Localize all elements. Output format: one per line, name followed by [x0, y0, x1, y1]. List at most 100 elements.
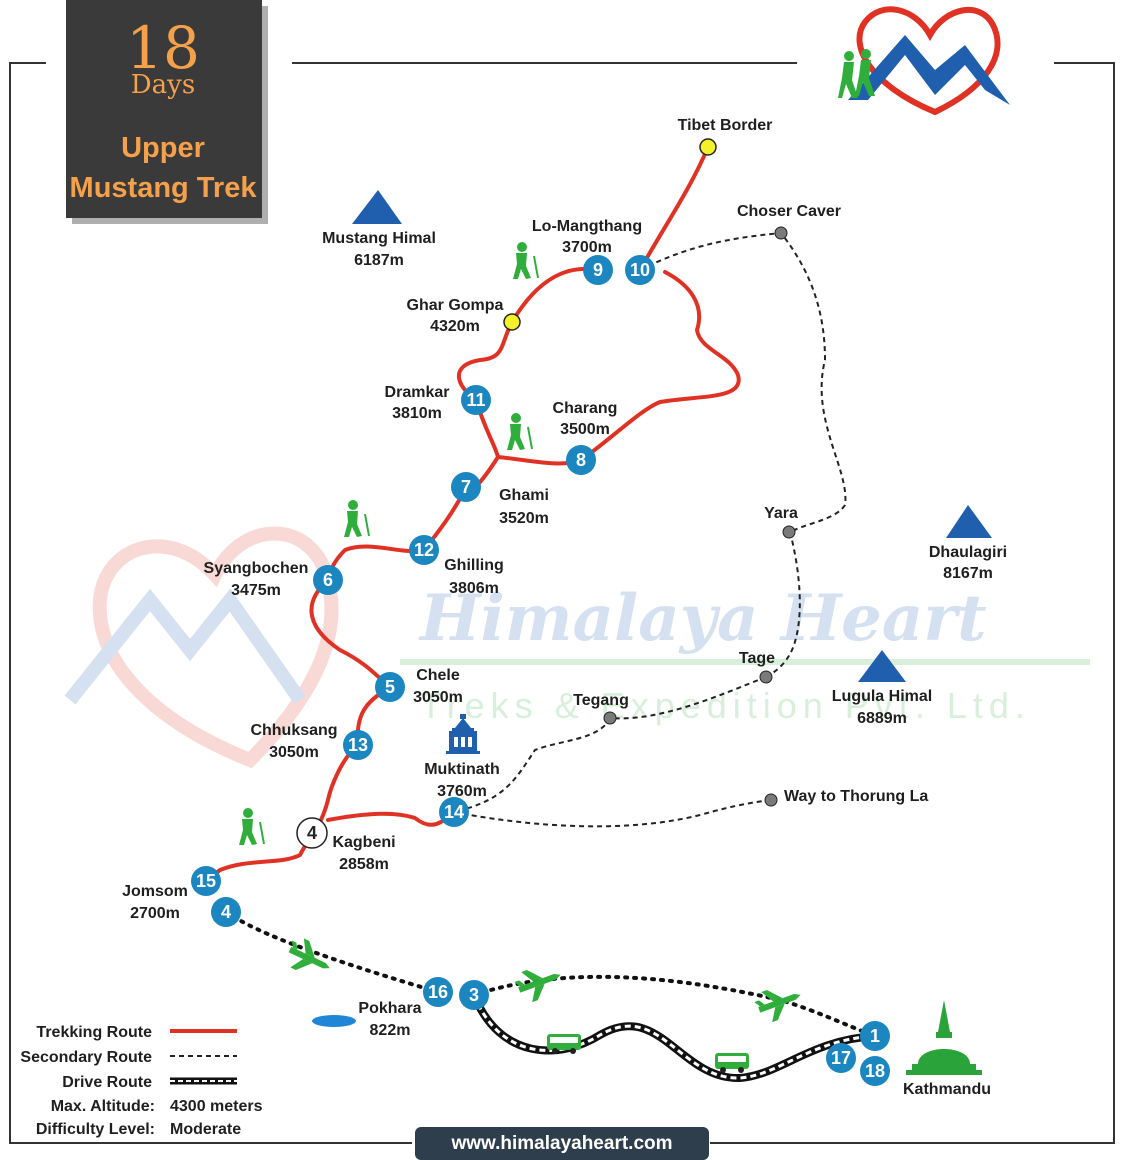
- label-dramkar: Dramkar: [385, 384, 450, 401]
- svg-text:10: 10: [630, 260, 650, 280]
- mountain-icon: [946, 505, 992, 538]
- label-kathmandu: Kathmandu: [903, 1081, 991, 1098]
- legend: Trekking Route Secondary Route Drive Rou…: [20, 1024, 262, 1138]
- label-mustang-himal: Mustang Himal: [322, 230, 436, 247]
- day-marker-lomangthang-10: 10: [625, 255, 655, 285]
- label-chele: Chele: [416, 667, 460, 684]
- day-marker-kathmandu-18: 18: [860, 1056, 890, 1086]
- day-marker-muktinath: 14: [439, 797, 469, 827]
- label-muktinath-alt: 3760m: [437, 783, 487, 800]
- hiker-icon: [239, 808, 265, 845]
- label-lo-mangthang: Lo-Mangthang: [532, 218, 642, 235]
- svg-text:7: 7: [461, 477, 471, 497]
- watermark-name: Himalaya Heart: [418, 581, 987, 656]
- label-choser-caver: Choser Caver: [737, 203, 841, 220]
- svg-text:12: 12: [414, 540, 434, 560]
- day-marker-kathmandu-1: 1: [860, 1021, 890, 1051]
- secondary-routes: [453, 231, 847, 828]
- hiker-icon: [513, 242, 539, 279]
- label-way-to-thorung-la: Way to Thorung La: [784, 788, 928, 805]
- day-marker-ghami: 7: [451, 472, 481, 502]
- website-link[interactable]: www.himalayaheart.com: [450, 1133, 672, 1154]
- website-banner[interactable]: www.himalayaheart.com: [415, 1127, 709, 1160]
- trek-badge: 18 Days Upper Mustang Trek: [66, 0, 268, 224]
- label-yara: Yara: [764, 505, 798, 522]
- day-marker-chhuksang: 13: [343, 730, 373, 760]
- label-ghami: Ghami: [499, 487, 549, 504]
- svg-text:14: 14: [444, 802, 464, 822]
- day-marker-pokhara-16: 16: [423, 977, 453, 1007]
- label-ghar-gompa-alt: 4320m: [430, 318, 480, 335]
- choser-marker: [774, 226, 788, 240]
- day-marker-kagbeni: 4: [296, 817, 328, 849]
- legend-trekking-route: Trekking Route: [36, 1024, 152, 1041]
- bus-icon: [715, 1053, 749, 1073]
- tibet-border-marker: [699, 138, 717, 156]
- label-dhaulagiri: Dhaulagiri: [929, 544, 1007, 561]
- label-chhuksang: Chhuksang: [250, 722, 337, 739]
- day-marker-jomsom-15: 15: [191, 866, 221, 896]
- label-jomsom: Jomsom: [122, 883, 188, 900]
- temple-icon: [446, 714, 480, 754]
- label-tibet-border: Tibet Border: [678, 117, 773, 134]
- label-muktinath: Muktinath: [424, 761, 500, 778]
- badge-title-line1: Upper: [121, 132, 205, 164]
- svg-text:8: 8: [576, 450, 586, 470]
- label-syangbochen-alt: 3475m: [231, 582, 281, 599]
- yara-marker: [782, 525, 796, 539]
- label-kagbeni: Kagbeni: [332, 834, 395, 851]
- label-ghilling: Ghilling: [444, 557, 504, 574]
- svg-text:4: 4: [307, 823, 317, 843]
- hiker-icon: [344, 500, 370, 537]
- day-marker-dramkar: 11: [461, 385, 491, 415]
- legend-difficulty-value: Moderate: [170, 1121, 241, 1138]
- logo-heart-icon: [838, 6, 1010, 116]
- label-tage: Tage: [739, 650, 775, 667]
- badge-unit: Days: [131, 70, 195, 100]
- label-lugula-himal-alt: 6889m: [857, 710, 907, 727]
- label-syangbochen: Syangbochen: [204, 560, 309, 577]
- label-chhuksang-alt: 3050m: [269, 744, 319, 761]
- legend-max-altitude-label: Max. Altitude:: [51, 1098, 155, 1115]
- stupa-icon: [906, 1000, 982, 1075]
- legend-drive-route: Drive Route: [62, 1074, 152, 1091]
- badge-number: 18: [126, 14, 200, 82]
- day-marker-chele: 5: [375, 672, 405, 702]
- day-marker-syangbochen: 6: [313, 565, 343, 595]
- day-marker-jomsom-4: 4: [211, 897, 241, 927]
- tage-marker: [759, 670, 773, 684]
- svg-text:15: 15: [196, 871, 216, 891]
- trekking-route: [204, 145, 741, 883]
- legend-max-altitude-value: 4300 meters: [170, 1098, 263, 1115]
- label-kagbeni-alt: 2858m: [339, 856, 389, 873]
- label-jomsom-alt: 2700m: [130, 905, 180, 922]
- label-dramkar-alt: 3810m: [392, 405, 442, 422]
- label-pokhara-alt: 822m: [370, 1022, 411, 1039]
- label-chele-alt: 3050m: [413, 689, 463, 706]
- airplane-icon: [514, 970, 561, 1003]
- bus-icon: [547, 1034, 581, 1054]
- label-mustang-himal-alt: 6187m: [354, 252, 404, 269]
- legend-difficulty-label: Difficulty Level:: [36, 1121, 155, 1138]
- day-marker-pokhara-3: 3: [459, 980, 489, 1010]
- mountain-icon: [858, 650, 906, 682]
- label-dhaulagiri-alt: 8167m: [943, 565, 993, 582]
- svg-text:4: 4: [221, 902, 231, 922]
- label-tegang: Tegang: [573, 692, 629, 709]
- thorung-marker: [764, 793, 778, 807]
- svg-text:9: 9: [593, 260, 603, 280]
- label-lo-mangthang-alt: 3700m: [562, 239, 612, 256]
- day-marker-kathmandu-17: 17: [826, 1043, 856, 1073]
- drive-route: [470, 993, 876, 1083]
- svg-text:17: 17: [831, 1048, 851, 1068]
- watermark: Himalaya Heart Treks & Expedition Pvt. L…: [64, 526, 1090, 769]
- day-marker-lomangthang-9: 9: [583, 255, 613, 285]
- badge-title-line2: Mustang Trek: [70, 172, 258, 204]
- label-charang-alt: 3500m: [560, 421, 610, 438]
- mountain-icon: [352, 190, 402, 224]
- svg-text:1: 1: [870, 1026, 880, 1046]
- airplane-icon: [754, 990, 801, 1023]
- label-pokhara: Pokhara: [358, 1000, 421, 1017]
- svg-text:3: 3: [469, 985, 479, 1005]
